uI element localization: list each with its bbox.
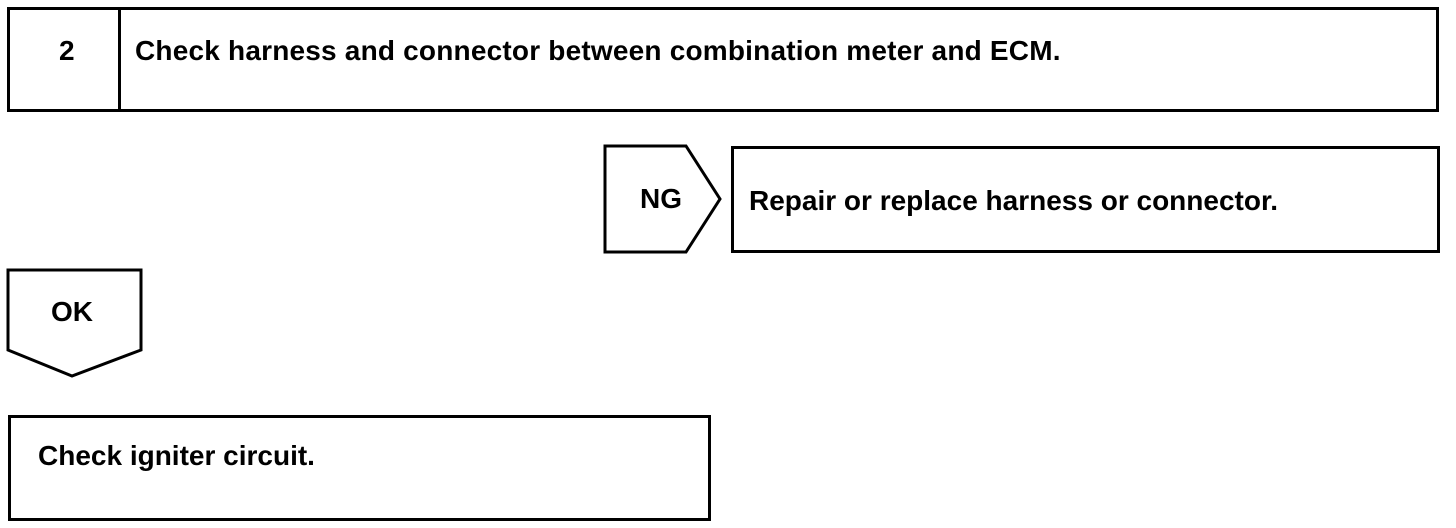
step-divider [118, 10, 121, 109]
ng-arrow: NG [603, 144, 722, 254]
ok-arrow-shape [6, 268, 143, 378]
ok-result-text: Check igniter circuit. [38, 440, 315, 471]
ng-label: NG [640, 183, 682, 214]
ng-result-text: Repair or replace harness or connector. [749, 185, 1279, 216]
ng-result-box: Repair or replace harness or connector. [731, 146, 1440, 253]
ng-arrow-shape [603, 144, 722, 254]
ok-label: OK [51, 296, 93, 327]
ok-arrow: OK [6, 268, 143, 378]
step-title: Check harness and connector between comb… [135, 35, 1061, 66]
step-number: 2 [59, 35, 75, 66]
step-box: 2 Check harness and connector between co… [7, 7, 1439, 112]
ok-result-box: Check igniter circuit. [8, 415, 711, 521]
